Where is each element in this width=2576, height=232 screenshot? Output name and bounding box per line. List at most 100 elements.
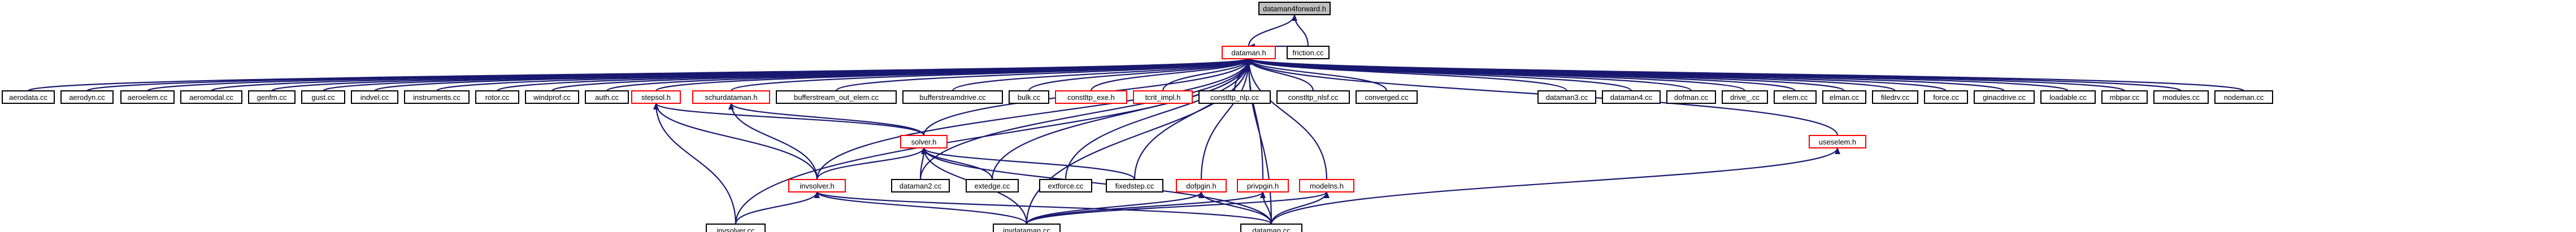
node-constltp_nlp[interactable]: constltp_nlp.cc [1198, 90, 1271, 104]
node-gust[interactable]: gust.cc [301, 90, 345, 104]
node-box-drive[interactable] [1722, 90, 1768, 104]
node-box-friction[interactable] [1287, 46, 1330, 59]
node-useselem[interactable]: useselem.h [1809, 135, 1866, 148]
node-privpgin[interactable]: privpgin.h [1237, 179, 1289, 192]
node-dataman3[interactable]: dataman3.cc [1537, 90, 1596, 104]
node-indvel[interactable]: indvel.cc [351, 90, 398, 104]
node-dataman_cc[interactable]: dataman.cc [1240, 224, 1302, 232]
node-box-genfm[interactable] [248, 90, 296, 104]
node-schurdataman[interactable]: schurdataman.h [692, 90, 770, 104]
node-windprof[interactable]: windprof.cc [525, 90, 579, 104]
node-box-fixedstep[interactable] [1106, 179, 1163, 192]
node-box-mbpar[interactable] [2101, 90, 2148, 104]
node-box-dataman_cc[interactable] [1240, 224, 1302, 232]
node-box-stepsol[interactable] [631, 90, 681, 104]
node-instruments[interactable]: instruments.cc [404, 90, 470, 104]
node-box-modules[interactable] [2153, 90, 2209, 104]
node-aeroelem[interactable]: aeroelem.cc [120, 90, 175, 104]
node-box-dataman2[interactable] [891, 179, 950, 192]
node-box-loadable[interactable] [2040, 90, 2096, 104]
node-box-aeroelem[interactable] [120, 90, 175, 104]
node-loadable[interactable]: loadable.cc [2040, 90, 2096, 104]
node-box-dofpgin[interactable] [1176, 179, 1227, 192]
node-modelns[interactable]: modelns.h [1299, 179, 1354, 192]
node-dofman[interactable]: dofman.cc [1666, 90, 1716, 104]
node-box-privpgin[interactable] [1237, 179, 1289, 192]
node-box-useselem[interactable] [1809, 135, 1866, 148]
node-box-modelns[interactable] [1299, 179, 1354, 192]
node-box-aeromodal[interactable] [180, 90, 242, 104]
node-ginacdrive[interactable]: ginacdrive.cc [1974, 90, 2035, 104]
node-box-solver[interactable] [900, 135, 948, 148]
node-genfm[interactable]: genfm.cc [248, 90, 296, 104]
node-dataman[interactable]: dataman.h [1222, 46, 1276, 59]
node-filedrv[interactable]: filedrv.cc [1872, 90, 1918, 104]
node-box-aerodata[interactable] [2, 90, 55, 104]
node-constltp_nlsf[interactable]: constltp_nlsf.cc [1276, 90, 1350, 104]
node-box-filedrv[interactable] [1872, 90, 1918, 104]
node-box-nodeman[interactable] [2214, 90, 2273, 104]
node-box-dataman[interactable] [1222, 46, 1276, 59]
node-box-tcrit_impl[interactable] [1133, 90, 1193, 104]
node-aerodyn[interactable]: aerodyn.cc [60, 90, 114, 104]
node-box-ginacdrive[interactable] [1974, 90, 2035, 104]
node-root[interactable]: dataman4forward.h [1258, 2, 1331, 15]
node-box-elem[interactable] [1774, 90, 1817, 104]
node-extedge[interactable]: extedge.cc [966, 179, 1019, 192]
node-rotor[interactable]: rotor.cc [475, 90, 519, 104]
node-box-dataman4[interactable] [1602, 90, 1661, 104]
node-box-schurdataman[interactable] [692, 90, 770, 104]
node-invsolver_cc[interactable]: invsolver.cc [706, 224, 766, 232]
node-box-invsolver[interactable] [788, 179, 846, 192]
node-aerodata[interactable]: aerodata.cc [2, 90, 55, 104]
node-box-dofman[interactable] [1666, 90, 1716, 104]
node-box-extedge[interactable] [966, 179, 1019, 192]
node-box-force[interactable] [1924, 90, 1968, 104]
node-solver[interactable]: solver.h [900, 135, 948, 148]
node-fixedstep[interactable]: fixedstep.cc [1106, 179, 1163, 192]
node-buffstreamdrive[interactable]: bufferstreamdrive.cc [902, 90, 1003, 104]
node-dataman2[interactable]: dataman2.cc [891, 179, 950, 192]
node-friction[interactable]: friction.cc [1287, 46, 1330, 59]
node-mbpar[interactable]: mbpar.cc [2101, 90, 2148, 104]
node-box-bulk[interactable] [1009, 90, 1049, 104]
node-dofpgin[interactable]: dofpgin.h [1176, 179, 1227, 192]
node-box-gust[interactable] [301, 90, 345, 104]
node-elem[interactable]: elem.cc [1774, 90, 1817, 104]
node-box-elman[interactable] [1822, 90, 1866, 104]
node-converged[interactable]: converged.cc [1356, 90, 1418, 104]
node-box-dataman3[interactable] [1537, 90, 1596, 104]
node-invdataman[interactable]: invdataman.cc [993, 224, 1061, 232]
node-elman[interactable]: elman.cc [1822, 90, 1866, 104]
node-constltp_exe[interactable]: constltp_exe.h [1055, 90, 1127, 104]
node-box-root[interactable] [1258, 2, 1331, 15]
node-nodeman[interactable]: nodeman.cc [2214, 90, 2273, 104]
node-extforce[interactable]: extforce.cc [1039, 179, 1092, 192]
node-box-rotor[interactable] [475, 90, 519, 104]
node-auth[interactable]: auth.cc [585, 90, 629, 104]
node-box-invdataman[interactable] [993, 224, 1061, 232]
node-box-converged[interactable] [1356, 90, 1418, 104]
node-box-indvel[interactable] [351, 90, 398, 104]
node-invsolver[interactable]: invsolver.h [788, 179, 846, 192]
node-box-constltp_nlsf[interactable] [1276, 90, 1350, 104]
node-box-aerodyn[interactable] [60, 90, 114, 104]
node-box-instruments[interactable] [404, 90, 470, 104]
node-modules[interactable]: modules.cc [2153, 90, 2209, 104]
node-box-extforce[interactable] [1039, 179, 1092, 192]
node-box-auth[interactable] [585, 90, 629, 104]
node-box-constltp_nlp[interactable] [1198, 90, 1271, 104]
node-box-constltp_exe[interactable] [1055, 90, 1127, 104]
node-aeromodal[interactable]: aeromodal.cc [180, 90, 242, 104]
node-stepsol[interactable]: stepsol.h [631, 90, 681, 104]
node-force[interactable]: force.cc [1924, 90, 1968, 104]
node-dataman4[interactable]: dataman4.cc [1602, 90, 1661, 104]
node-buffstream[interactable]: bufferstream_out_elem.cc [776, 90, 897, 104]
node-box-invsolver_cc[interactable] [706, 224, 766, 232]
node-box-buffstream[interactable] [776, 90, 897, 104]
node-drive[interactable]: drive_.cc [1722, 90, 1768, 104]
node-box-buffstreamdrive[interactable] [902, 90, 1003, 104]
node-bulk[interactable]: bulk.cc [1009, 90, 1049, 104]
node-tcrit_impl[interactable]: tcrit_impl.h [1133, 90, 1193, 104]
node-box-windprof[interactable] [525, 90, 579, 104]
